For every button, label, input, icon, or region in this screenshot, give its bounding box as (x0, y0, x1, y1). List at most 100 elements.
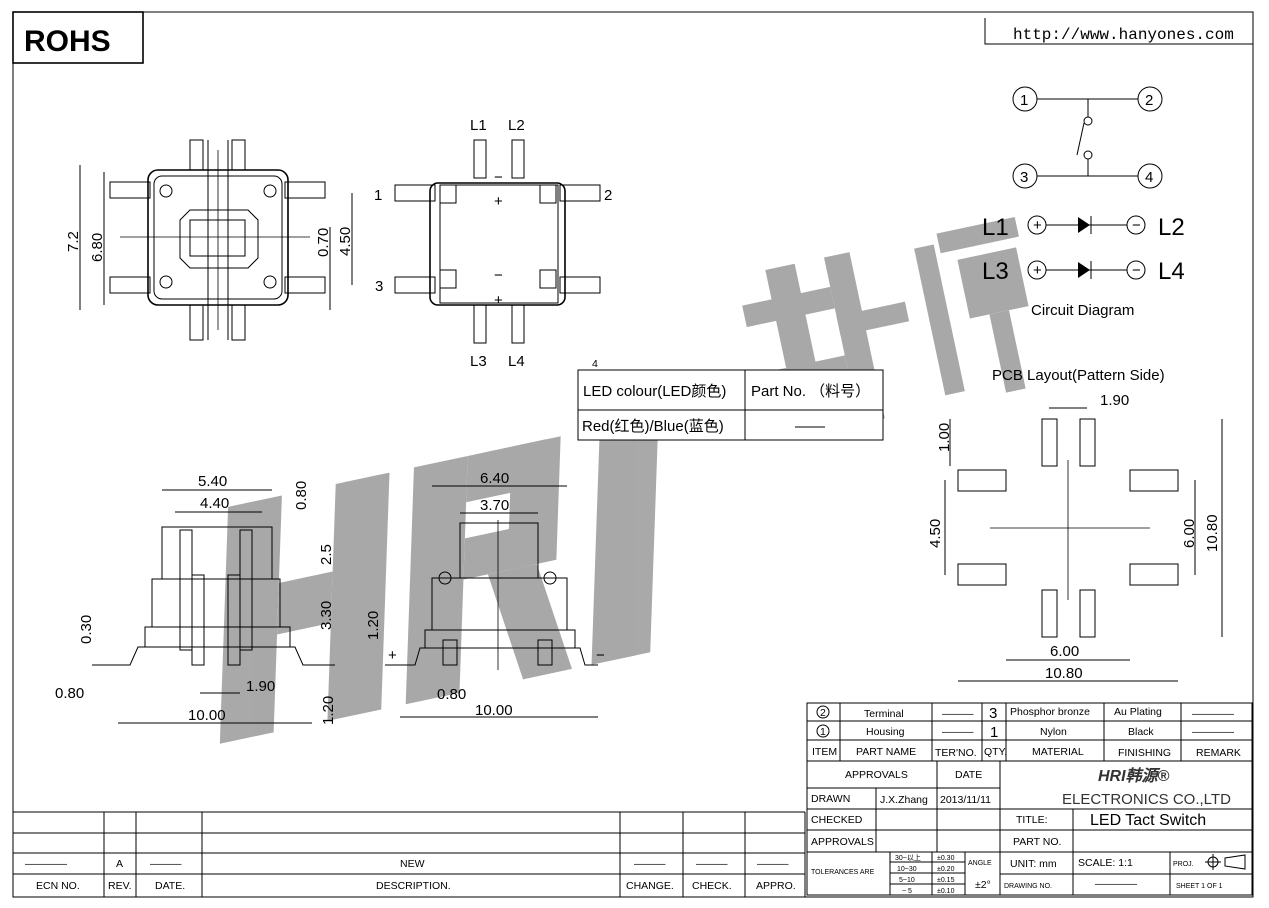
dim-6-00-horizontal: 6.00 (1050, 643, 1079, 660)
dim-0-80: 0.80 (437, 686, 466, 703)
bom-row-terminal: 2 Terminal ——— 3 Phosphor bronze Au Plat… (816, 705, 1235, 722)
header-description: DESCRIPTION. (376, 880, 451, 892)
drawing-no-value: ———— (1095, 878, 1138, 890)
change: ——— (634, 858, 666, 870)
part-no-value: —— (795, 418, 825, 435)
tol-value: ±0.30 (937, 855, 955, 862)
dim-10-00: 10.00 (188, 707, 226, 724)
circuit-L3: L3 (982, 258, 1009, 285)
led-colour-header: LED colour(LED颜色) (583, 383, 726, 400)
led-colour-table: 4 LED colour(LED颜色) Part No. （料号） Red(红色… (577, 358, 884, 441)
side-view: 5.40 4.40 0.80 2.5 3.30 0.30 0.80 1.90 1… (55, 473, 337, 725)
dim-6-80: 6.80 (89, 233, 106, 262)
circuit-diagram: 1 2 3 4 + − + − L1 L2 L3 L4 Circuit Diag… (982, 86, 1185, 319)
finishing: Black (1128, 726, 1154, 738)
dim-0-30: 0.30 (78, 615, 95, 644)
header-remark: REMARK (1196, 747, 1241, 759)
node-3: 3 (1020, 169, 1028, 186)
top-view: 7.2 6.80 0.70 4.50 (65, 139, 354, 341)
drawing-border (12, 11, 1254, 898)
header-material: MATERIAL (1032, 746, 1084, 758)
revision-block: ———— A ——— NEW ——— ——— ——— ECN NO. REV. … (13, 811, 806, 897)
company-name: ELECTRONICS CO.,LTD (1062, 791, 1231, 808)
appro: ——— (757, 858, 789, 870)
tolerances-label: TOLERANCES ARE (811, 869, 875, 876)
pin-L2-label: L2 (508, 117, 525, 134)
node-1: 1 (1020, 92, 1028, 109)
header-part-name: PART NAME (856, 746, 916, 758)
scale: SCALE: 1:1 (1078, 857, 1133, 869)
dim-6-00-vertical: 6.00 (1181, 519, 1198, 548)
circuit-L1: L1 (982, 214, 1009, 241)
dim-7-2: 7.2 (65, 231, 82, 252)
led-1: + − (1027, 215, 1146, 235)
plus-icon: + (1033, 217, 1042, 234)
header-item: ITEM (812, 746, 837, 758)
header-check: CHECK. (692, 880, 732, 892)
header-appro: APPRO. (756, 880, 796, 892)
plus-top: + (494, 193, 503, 210)
projection-label: PROJ. (1173, 861, 1194, 868)
date-header: DATE (955, 769, 982, 781)
ter-no: ——— (942, 708, 974, 720)
dim-1-00: 1.00 (936, 423, 953, 452)
check: ——— (696, 858, 728, 870)
drawn-date: 2013/11/11 (940, 794, 991, 806)
bom-row-housing: 1 Housing ——— 1 Nylon Black ———— (816, 724, 1235, 741)
part-no-label: PART NO. (1013, 836, 1061, 848)
minus-icon: − (1132, 262, 1141, 279)
revision-row: ———— A ——— NEW ——— ——— ——— (25, 858, 789, 870)
dim-10-80-vertical: 10.80 (1204, 514, 1221, 552)
material: Phosphor bronze (1010, 706, 1090, 718)
dim-0-70: 0.70 (315, 228, 332, 257)
revision-header: ECN NO. REV. DATE. DESCRIPTION. CHANGE. … (36, 880, 796, 892)
minus-icon: − (1132, 217, 1141, 234)
drawn-label: DRAWN (811, 793, 850, 805)
part-name: Terminal (864, 708, 904, 720)
part-name: Housing (866, 726, 905, 738)
tol-range: 10~30 (897, 866, 917, 873)
tol-value: ±0.15 (937, 877, 955, 884)
website-url[interactable]: http://www.hanyones.com (1013, 26, 1234, 44)
drawing-title: LED Tact Switch (1090, 812, 1206, 829)
rohs-label: ROHS (24, 25, 111, 58)
table-mark: 4 (592, 358, 598, 370)
angle-label: ANGLE (968, 860, 992, 867)
checked-label: CHECKED (811, 814, 863, 826)
watermark-logo (219, 216, 1029, 744)
company-logo: HRI韩源® (1098, 767, 1170, 785)
led-colour-value: Red(红色)/Blue(蓝色) (582, 418, 724, 435)
dim-0-80: 0.80 (55, 685, 84, 702)
dim-4-40: 4.40 (200, 495, 229, 512)
node-4: 4 (1145, 169, 1153, 186)
drawn-by: J.X.Zhang (880, 794, 928, 806)
pin-1-label: 1 (374, 187, 382, 204)
dim-1-20: 1.20 (320, 696, 337, 725)
pcb-layout: PCB Layout(Pattern Side) 1.90 1.00 4.50 … (927, 367, 1223, 682)
tol-range: 5~10 (899, 877, 915, 884)
dim-3-30: 3.30 (318, 601, 335, 630)
dim-4-50: 4.50 (337, 227, 354, 256)
part-no-header: Part No. （料号） (751, 383, 870, 400)
url-box (984, 18, 1253, 45)
header-finishing: FINISHING (1118, 747, 1171, 759)
plus-sign: + (388, 647, 397, 664)
dim-2-5: 2.5 (318, 544, 335, 565)
material: Nylon (1040, 726, 1067, 738)
pin-2-label: 2 (604, 187, 612, 204)
qty: 1 (990, 724, 998, 741)
ecn-no: ———— (25, 858, 68, 870)
dim-3-70: 3.70 (480, 497, 509, 514)
dim-1-90: 1.90 (1100, 392, 1129, 409)
angle-value: ±2° (975, 879, 991, 891)
dim-4-50: 4.50 (927, 519, 944, 548)
pin-3-label: 3 (375, 278, 383, 295)
unit: UNIT: mm (1010, 858, 1057, 870)
drawing-no-label: DRAWING NO. (1004, 883, 1052, 890)
ter-no: ——— (942, 726, 974, 738)
plus-bottom: + (494, 292, 503, 309)
plus-icon: + (1033, 262, 1042, 279)
node-2: 2 (1145, 92, 1153, 109)
approvals-label: APPROVALS (811, 836, 874, 848)
